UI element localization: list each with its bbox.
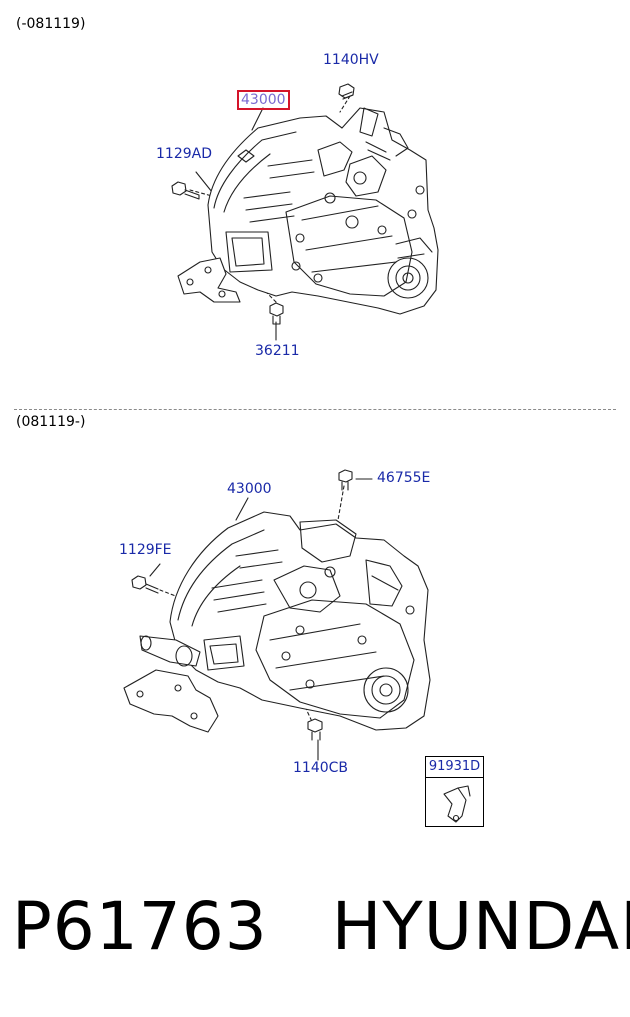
watermark-brand: HYUNDAI bbox=[331, 888, 630, 965]
callout-43000[interactable]: 43000 bbox=[227, 481, 272, 497]
bolt-1129AD-icon bbox=[171, 181, 200, 200]
bolt-36211-icon bbox=[269, 302, 284, 325]
inset-box-91931D: 91931D bbox=[425, 756, 484, 827]
watermark-part-number: P61763 bbox=[12, 888, 268, 965]
bolt-1129FE-icon bbox=[131, 575, 159, 594]
upper-transaxle-drawing bbox=[171, 83, 439, 341]
callout-91931D[interactable]: 91931D bbox=[426, 757, 483, 778]
bolt-1140CB-icon bbox=[307, 718, 323, 741]
callout-1129AD[interactable]: 1129AD bbox=[156, 146, 212, 162]
bolt-46755E-icon bbox=[338, 469, 353, 491]
lower-version-label: (081119-) bbox=[16, 414, 86, 430]
watermark: P61763 HYUNDAI bbox=[12, 888, 630, 965]
callout-36211[interactable]: 36211 bbox=[255, 343, 300, 359]
upper-version-label: (-081119) bbox=[16, 16, 86, 32]
callout-43000-highlighted[interactable]: 43000 bbox=[237, 90, 290, 110]
callout-1129FE[interactable]: 1129FE bbox=[119, 542, 172, 558]
section-divider bbox=[14, 409, 616, 410]
bolt-1140HV-icon bbox=[338, 83, 355, 100]
callout-1140CB[interactable]: 1140CB bbox=[293, 760, 349, 776]
callout-46755E[interactable]: 46755E bbox=[377, 470, 431, 486]
clip-91931D-icon bbox=[443, 785, 471, 823]
callout-1140HV[interactable]: 1140HV bbox=[323, 52, 379, 68]
lower-transaxle-drawing bbox=[123, 469, 431, 761]
